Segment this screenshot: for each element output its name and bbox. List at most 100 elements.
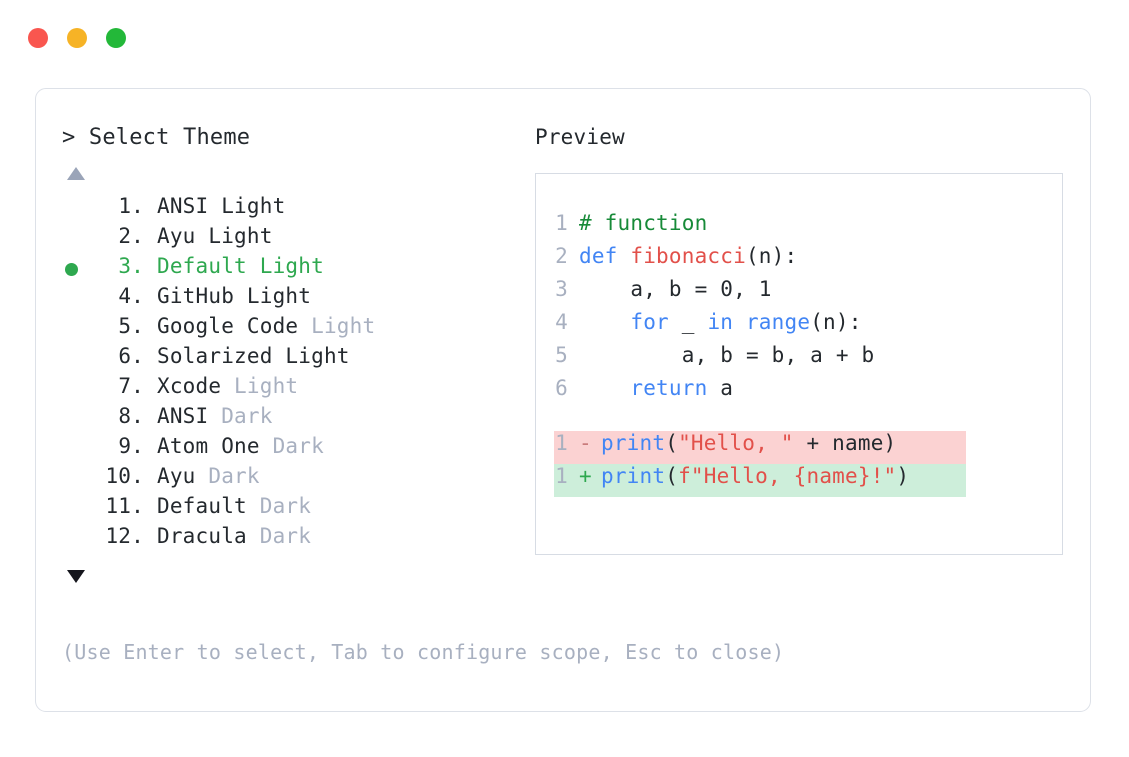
diff-line-number: 1 (555, 431, 568, 455)
diff-sign: - (579, 431, 592, 455)
theme-list-item[interactable]: 7. Xcode Light (62, 374, 532, 404)
code-line: 2 def fibonacci(n): (554, 244, 1062, 277)
theme-item-index: 7. (118, 374, 144, 398)
line-number: 5 (555, 343, 568, 367)
code-line-text: def fibonacci(n): (579, 244, 797, 268)
line-number: 1 (555, 211, 568, 235)
selection-bullet-cell (62, 344, 92, 374)
theme-item-variant: Light (208, 194, 286, 218)
code-line-text: # function (579, 211, 707, 235)
theme-item-name: Solarized (157, 344, 273, 368)
theme-item-index: 10. (105, 464, 144, 488)
theme-list-item[interactable]: 12. Dracula Dark (62, 524, 532, 554)
theme-list-item[interactable]: 9. Atom One Dark (62, 434, 532, 464)
selection-bullet-cell (62, 224, 92, 254)
selection-bullet-cell (62, 464, 92, 494)
theme-item-name: Dracula (157, 524, 247, 548)
theme-list-item[interactable]: 5.Google Code Light (62, 314, 532, 344)
theme-item-name: Xcode (157, 374, 222, 398)
theme-item-name: ANSI (157, 194, 209, 218)
theme-item-name: Google Code (157, 314, 299, 338)
code-token: f"Hello, {name}!" (678, 464, 897, 488)
theme-list-item[interactable]: 11.Default Dark (62, 494, 532, 524)
code-line: 6 return a (554, 376, 1062, 409)
selection-bullet-cell (62, 524, 92, 554)
theme-item-name: Ayu (157, 464, 196, 488)
theme-item-name: Atom One (157, 434, 260, 458)
code-line: 5 a, b = b, a + b (554, 343, 1062, 376)
theme-list-item[interactable]: 8. ANSI Dark (62, 404, 532, 434)
code-token: a, b = 0, 1 (579, 277, 772, 301)
code-token: + name) (793, 431, 897, 455)
theme-item-variant: Dark (246, 524, 312, 548)
code-line-text: a, b = b, a + b (579, 343, 874, 367)
selection-bullet-cell (62, 284, 92, 314)
code-token: "Hello, " (678, 431, 794, 455)
preview-label: Preview (535, 125, 625, 149)
theme-list-item[interactable]: 1.ANSI Light (62, 194, 532, 224)
theme-item-name: Ayu (157, 224, 196, 248)
diff-line-del: 1-print("Hello, " + name) (554, 431, 966, 464)
code-token: range (745, 310, 811, 334)
code-token: # function (579, 211, 708, 235)
window-traffic-lights (28, 28, 126, 48)
select-theme-prompt: > Select Theme (62, 125, 251, 150)
theme-list-item[interactable]: 2.Ayu Light (62, 224, 532, 254)
theme-list-item[interactable]: 4.GitHub Light (62, 284, 532, 314)
theme-item-variant: Light (221, 374, 299, 398)
code-token: def (579, 244, 631, 268)
code-token: (n): (745, 244, 798, 268)
theme-item-index: 8. (118, 404, 144, 428)
theme-item-variant: Dark (259, 434, 324, 458)
selection-bullet-cell (62, 404, 92, 434)
selection-bullet-cell (62, 434, 92, 464)
code-token: print (601, 464, 666, 488)
code-token: for (630, 310, 682, 334)
code-line-text: for _ in range(n): (579, 310, 862, 334)
theme-item-index: 2. (118, 224, 144, 248)
diff-line-add: 1+print(f"Hello, {name}!") (554, 464, 966, 497)
code-token (579, 376, 630, 400)
theme-item-variant: Light (272, 344, 350, 368)
theme-list-item[interactable]: 10.Ayu Dark (62, 464, 532, 494)
selection-bullet-cell (62, 374, 92, 404)
diff-sign: + (579, 464, 592, 488)
selection-bullet-cell (62, 494, 92, 524)
line-number: 4 (555, 310, 568, 334)
theme-item-variant: Dark (208, 404, 273, 428)
theme-item-name: ANSI (157, 404, 209, 428)
code-preview: 1 # function 2 def fibonacci(n): 3 a, b = 0,… (554, 211, 1062, 497)
theme-item-index: 4. (118, 284, 144, 308)
code-line: 3 a, b = 0, 1 (554, 277, 1062, 310)
close-window-button[interactable] (28, 28, 48, 48)
code-token: return (630, 376, 721, 400)
theme-item-name: Default (157, 254, 247, 278)
triangle-down-icon[interactable] (67, 570, 85, 583)
code-token: ( (665, 431, 679, 455)
theme-list-item[interactable]: 6.Solarized Light (62, 344, 532, 374)
code-lines: 1 # function 2 def fibonacci(n): 3 a, b = 0,… (554, 211, 1062, 409)
code-token: in (707, 310, 746, 334)
theme-list-item[interactable]: 3.Default Light (62, 254, 532, 284)
line-number: 2 (555, 244, 568, 268)
theme-item-index: 12. (105, 524, 144, 548)
code-token: a (720, 376, 734, 400)
theme-item-index: 9. (118, 434, 144, 458)
line-number: 6 (555, 376, 568, 400)
diff-line-text: print("Hello, " + name) (601, 431, 896, 455)
minimize-window-button[interactable] (67, 28, 87, 48)
maximize-window-button[interactable] (106, 28, 126, 48)
code-token: (n): (810, 310, 862, 334)
theme-item-name: Default (157, 494, 247, 518)
keyboard-hint: (Use Enter to select, Tab to configure s… (62, 640, 785, 664)
selected-bullet-icon (65, 262, 78, 276)
triangle-up-icon[interactable] (67, 167, 85, 180)
code-token: ) (896, 464, 910, 488)
code-token (579, 310, 630, 334)
code-token: a, b = b, a + b (579, 343, 875, 367)
code-token: ( (665, 464, 679, 488)
theme-item-variant: Light (298, 314, 376, 338)
